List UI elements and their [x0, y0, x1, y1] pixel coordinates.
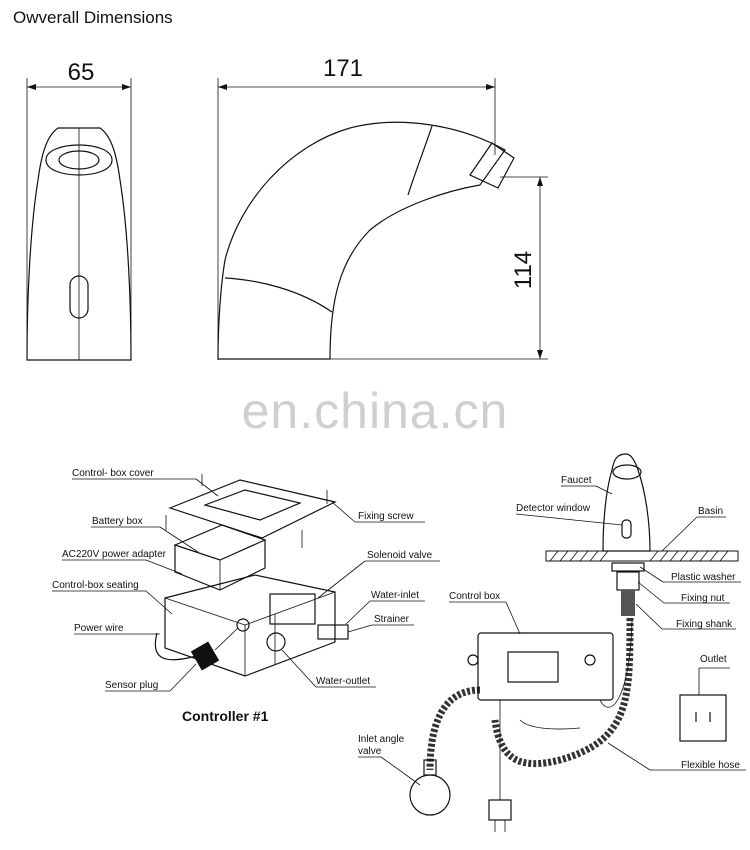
dimension-width-label: 65 [68, 59, 95, 86]
label-water-outlet: Water-outlet [316, 676, 370, 687]
label-fixing-shank: Fixing shank [676, 619, 733, 630]
label-detector-window: Detector window [516, 503, 591, 514]
label-solenoid-valve: Solenoid valve [367, 550, 432, 561]
label-faucet: Faucet [561, 475, 592, 486]
watermark: en.china.cn [241, 383, 509, 439]
label-strainer: Strainer [374, 614, 410, 625]
label-power-adapter: AC220V power adapter [62, 549, 167, 560]
label-outlet: Outlet [700, 654, 727, 665]
controller-exploded-view [154, 474, 349, 677]
controller-caption: Controller #1 [182, 708, 269, 724]
label-battery-box: Battery box [92, 516, 143, 527]
faucet-front-view [26, 78, 132, 361]
page-title: Owverall Dimensions [13, 8, 173, 27]
installation-view [409, 453, 739, 832]
label-inlet-angle-valve-line2: valve [358, 746, 382, 757]
label-fixing-nut: Fixing nut [681, 593, 725, 604]
label-sensor-plug: Sensor plug [105, 680, 158, 691]
label-inlet-angle-valve-line1: Inlet angle [358, 734, 405, 745]
dimension-length-label: 171 [323, 55, 363, 82]
label-flexible-hose: Flexible hose [681, 760, 740, 771]
label-water-inlet: Water-inlet [371, 590, 419, 601]
label-power-wire: Power wire [74, 623, 124, 634]
label-fixing-screw: Fixing screw [358, 511, 414, 522]
faucet-side-view [217, 78, 548, 360]
dimension-height-label: 114 [510, 251, 537, 289]
label-basin: Basin [698, 506, 723, 517]
leader-lines [52, 478, 746, 786]
label-plastic-washer: Plastic washer [671, 572, 736, 583]
label-control-box: Control box [449, 591, 500, 602]
label-control-box-seating: Control-box seating [52, 580, 139, 591]
label-control-box-cover: Control- box cover [72, 468, 154, 479]
